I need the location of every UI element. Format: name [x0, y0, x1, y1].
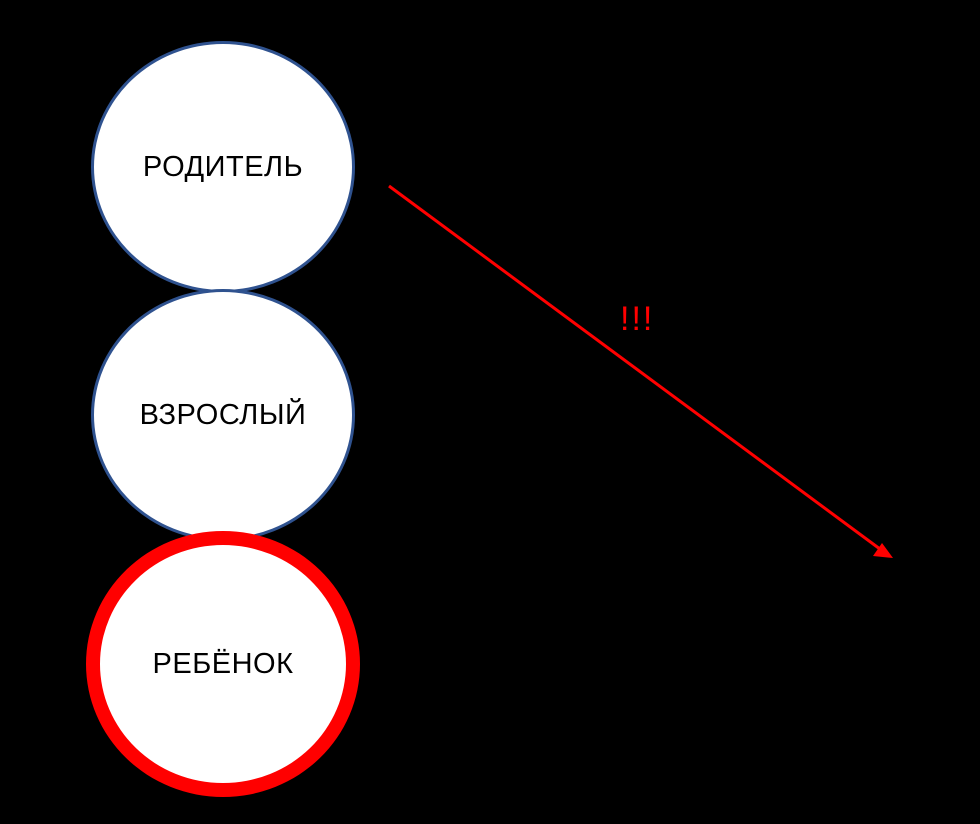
adult-label: ВЗРОСЛЫЙ: [139, 398, 307, 431]
arrow-head-icon: [873, 543, 893, 558]
child-label: РЕБЁНОК: [152, 647, 294, 680]
parent-circle: РОДИТЕЛЬ: [91, 41, 355, 293]
adult-circle: ВЗРОСЛЫЙ: [91, 289, 355, 541]
arrow-line: [388, 184, 885, 554]
parent-label: РОДИТЕЛЬ: [142, 150, 304, 183]
arrow-label: !!!: [620, 300, 655, 338]
child-circle: РЕБЁНОК: [86, 531, 360, 797]
